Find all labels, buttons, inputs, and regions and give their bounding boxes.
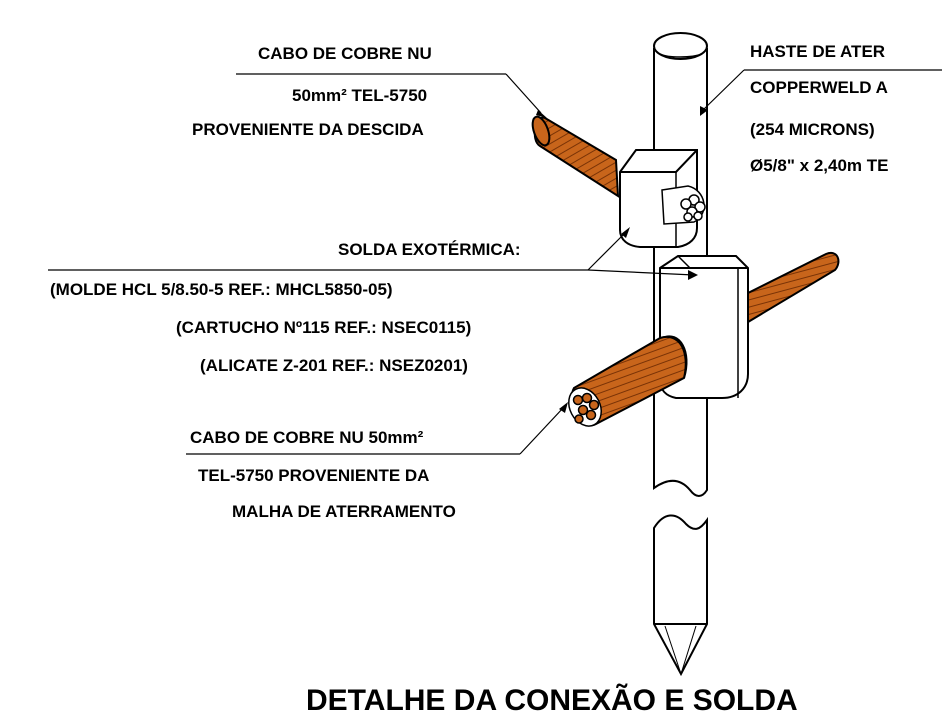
weld-label-pliers: (ALICATE Z-201 REF.: NSEZ0201) <box>200 356 468 375</box>
descida-cable-label-line1: CABO DE COBRE NU <box>258 44 432 63</box>
mesh-cable-label-line2: TEL-5750 PROVENIENTE DA <box>198 466 430 485</box>
drawing-title: DETALHE DA CONEXÃO E SOLDA <box>306 684 798 717</box>
rod-label-line3: (254 MICRONS) <box>750 120 875 139</box>
rod-label-line2: COPPERWELD A <box>750 78 888 97</box>
ground-rod-lower <box>653 514 708 677</box>
descida-cable-label-line3: PROVENIENTE DA DESCIDA <box>192 120 424 139</box>
upper-cable-end <box>661 185 706 225</box>
descida-cable <box>531 115 620 198</box>
connection-detail-drawing: CABO DE COBRE NU 50mm² TEL-5750 PROVENIE… <box>48 32 942 717</box>
rod-label-line4: Ø5/8" x 2,40m TE <box>750 156 889 175</box>
lower-cable-end <box>568 387 602 427</box>
weld-label-mold: (MOLDE HCL 5/8.50-5 REF.: MHCL5850-05) <box>50 280 393 299</box>
descida-cable-label-line2: 50mm² TEL-5750 <box>292 86 428 105</box>
mesh-cable-label-line3: MALHA DE ATERRAMENTO <box>232 502 456 521</box>
weld-label-cartridge: (CARTUCHO Nº115 REF.: NSEC0115) <box>176 318 472 337</box>
mesh-cable-label-line1: CABO DE COBRE NU 50mm² <box>190 428 424 447</box>
leader-lines <box>48 69 942 455</box>
weld-label-title: SOLDA EXOTÉRMICA: <box>338 240 521 259</box>
technical-drawing <box>48 32 942 677</box>
mesh-cable-right <box>740 251 840 324</box>
rod-label-line1: HASTE DE ATER <box>750 42 886 61</box>
